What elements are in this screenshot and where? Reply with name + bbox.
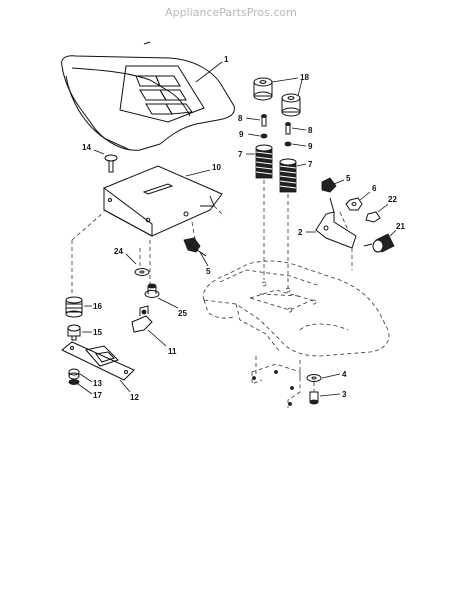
callout-1: 1	[224, 55, 229, 64]
bolt-3-part	[309, 391, 319, 405]
spring-7-left-part	[255, 144, 273, 179]
bracket-2-part	[315, 197, 357, 249]
washer-9-left-part	[260, 133, 268, 139]
callout-22: 22	[388, 195, 397, 204]
callout-11: 11	[168, 347, 177, 356]
callout-8-right: 8	[308, 126, 313, 135]
seat-part	[61, 41, 235, 151]
fender-chassis-outline	[202, 260, 390, 378]
seat-pan-part	[103, 165, 223, 237]
slide-plate-12-part	[61, 341, 135, 381]
callout-8-left: 8	[238, 114, 243, 123]
callout-21: 21	[396, 222, 405, 231]
nut-13-part	[68, 368, 80, 380]
locknut-6-part	[345, 197, 363, 211]
callout-5-left: 5	[206, 267, 211, 276]
callout-3: 3	[342, 390, 347, 399]
watermark-text: AppliancePartsPros.com	[165, 6, 297, 19]
washer-4-part	[306, 374, 322, 382]
nut-clip-5-left-part	[183, 237, 207, 257]
spring-16-part	[65, 296, 83, 318]
callout-9-left: 9	[239, 130, 244, 139]
callout-7-left: 7	[238, 150, 243, 159]
carriage-bolt-part	[104, 154, 118, 173]
callout-4: 4	[342, 370, 347, 379]
callout-18: 18	[300, 73, 309, 82]
callout-7-right: 7	[308, 160, 313, 169]
clip-22-part	[365, 211, 381, 223]
bolt-8-left-part	[261, 114, 267, 127]
spacer-18-right-part	[281, 93, 301, 117]
callout-24: 24	[114, 247, 123, 256]
spring-7-right-part	[279, 158, 297, 193]
spacer-18-left-part	[253, 77, 273, 101]
callout-25: 25	[178, 309, 187, 318]
washer-24-part	[134, 268, 150, 276]
callout-17: 17	[93, 391, 102, 400]
bumper-15-part	[67, 324, 81, 341]
callout-13: 13	[93, 379, 102, 388]
callout-6: 6	[372, 184, 377, 193]
bolt-8-right-part	[285, 122, 291, 135]
callout-10: 10	[212, 163, 221, 172]
nut-clip-5-right-part	[321, 177, 337, 193]
callout-2: 2	[298, 228, 303, 237]
pivot-11-part	[131, 305, 153, 333]
callout-14: 14	[82, 143, 91, 152]
callout-5-right: 5	[346, 174, 351, 183]
bushing-25-part	[144, 283, 160, 298]
callout-12: 12	[130, 393, 139, 402]
washer-9-right-part	[284, 141, 292, 147]
callout-9-right: 9	[308, 142, 313, 151]
callout-16: 16	[93, 302, 102, 311]
knob-21-part	[363, 233, 395, 253]
frame-bracket-part	[251, 363, 301, 408]
washer-17-part	[68, 379, 80, 385]
callout-15: 15	[93, 328, 102, 337]
